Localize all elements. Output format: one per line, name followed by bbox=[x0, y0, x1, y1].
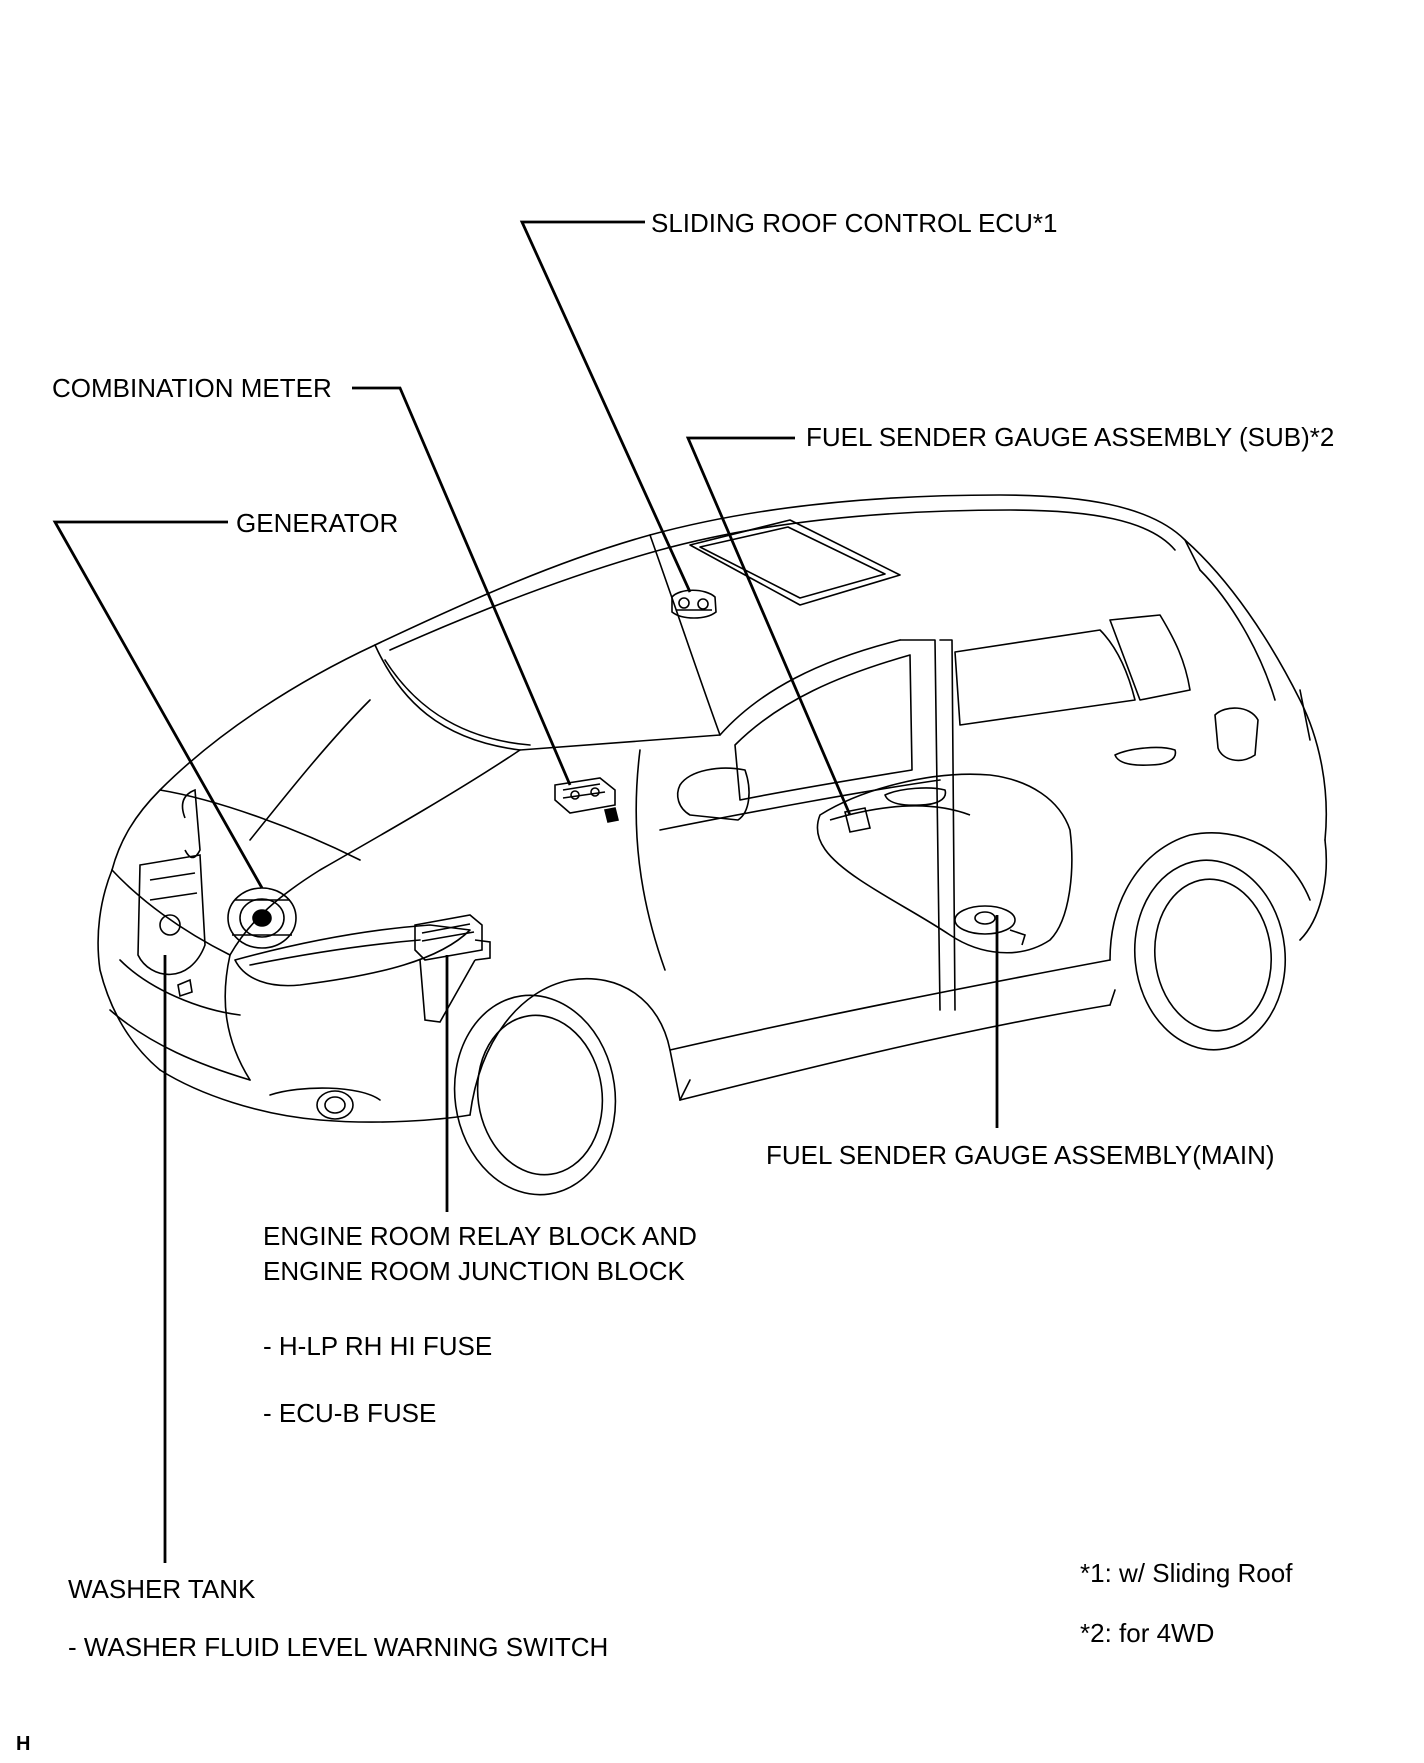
label-engine-room-line2: ENGINE ROOM JUNCTION BLOCK bbox=[263, 1256, 685, 1286]
leader-combination-meter bbox=[352, 386, 572, 786]
engine-room-junction-block-icon bbox=[414, 914, 491, 1023]
label-sliding-roof-ecu: SLIDING ROOF CONTROL ECU*1 bbox=[651, 208, 1057, 238]
label-fuel-sender-main: FUEL SENDER GAUGE ASSEMBLY(MAIN) bbox=[766, 1140, 1275, 1170]
label-fuse-ecub: - ECU-B FUSE bbox=[263, 1398, 436, 1428]
car-outline bbox=[97, 494, 1328, 1196]
washer-tank-icon bbox=[137, 788, 206, 998]
label-combination-meter: COMBINATION METER bbox=[52, 373, 332, 403]
note-sliding-roof: *1: w/ Sliding Roof bbox=[1080, 1558, 1293, 1588]
sliding-roof-ecu-icon bbox=[671, 589, 717, 619]
leader-generator bbox=[52, 520, 264, 889]
label-washer-tank: WASHER TANK bbox=[68, 1574, 256, 1604]
footer-marker: H bbox=[16, 1733, 30, 1755]
note-4wd: *2: for 4WD bbox=[1080, 1618, 1214, 1648]
leader-sliding-roof-ecu bbox=[519, 220, 692, 593]
combination-meter-icon bbox=[554, 777, 619, 823]
label-engine-room-line1: ENGINE ROOM RELAY BLOCK AND bbox=[263, 1221, 697, 1251]
label-washer-switch: - WASHER FLUID LEVEL WARNING SWITCH bbox=[68, 1632, 608, 1662]
annotations: SLIDING ROOF CONTROL ECU*1 COMBINATION M… bbox=[16, 208, 1334, 1755]
label-generator: GENERATOR bbox=[236, 508, 398, 538]
leader-fuel-sender-sub bbox=[685, 436, 852, 816]
label-fuse-hlp: - H-LP RH HI FUSE bbox=[263, 1331, 492, 1361]
fuel-tank-icon bbox=[816, 773, 1073, 954]
label-fuel-sender-sub: FUEL SENDER GAUGE ASSEMBLY (SUB)*2 bbox=[806, 422, 1334, 452]
leader-lines bbox=[52, 220, 999, 1563]
generator-icon bbox=[227, 887, 297, 949]
